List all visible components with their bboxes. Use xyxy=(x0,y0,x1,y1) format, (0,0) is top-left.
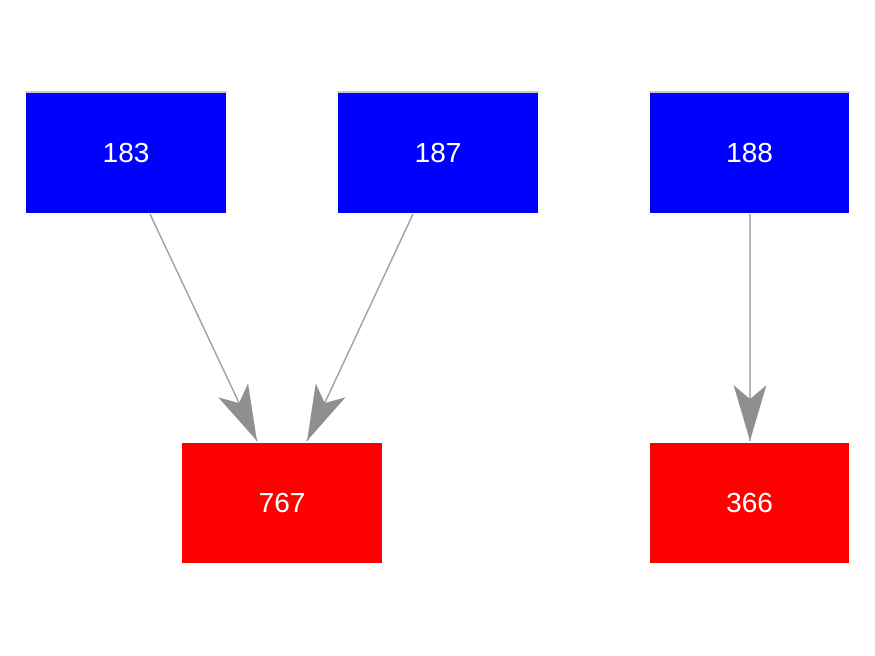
node-label: 188 xyxy=(726,137,773,168)
node-label: 366 xyxy=(726,487,773,518)
node-188: 188 xyxy=(649,91,850,213)
edge-187-to-767 xyxy=(306,213,414,442)
node-top-highlight xyxy=(649,91,850,93)
node-366: 366 xyxy=(650,443,849,563)
node-183: 183 xyxy=(25,91,227,213)
node-187: 187 xyxy=(337,91,539,213)
edge-183-to-767 xyxy=(149,213,258,442)
node-label: 183 xyxy=(102,137,150,168)
node-top-highlight xyxy=(337,91,539,93)
node-top-highlight xyxy=(25,91,227,93)
node-767: 767 xyxy=(182,443,382,563)
node-label: 187 xyxy=(414,137,462,168)
node-label: 767 xyxy=(258,487,306,518)
